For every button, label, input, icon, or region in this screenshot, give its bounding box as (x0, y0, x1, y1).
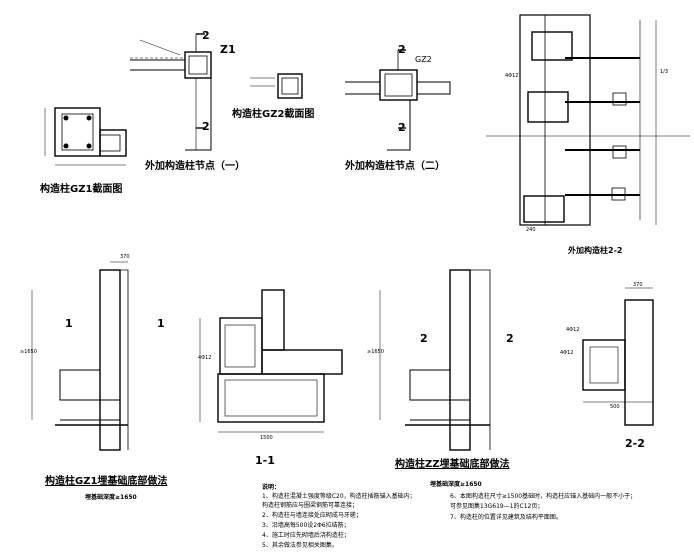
gz2-depth-caption: 埋基础深度≥1650 (430, 481, 482, 488)
gz2-foundation-title: 构造柱ZZ埋基础底部做法 (395, 459, 510, 470)
dim-1650-a: ≥1650 (20, 349, 37, 355)
gz1-section-title: 构造柱GZ1截面图 (40, 184, 123, 195)
note-6: 6、本图构造柱尺寸≥1500基础时，构造柱应锚入基础内一般不小于； (450, 493, 637, 500)
tag-gz2: GZ2 (415, 55, 432, 64)
note-4: 4、施工时应先砌墙后浇构造柱； (262, 532, 350, 539)
dim-370b: 370 (633, 282, 643, 288)
gz1-foundation-title: 构造柱GZ1埋基础底部做法 (45, 476, 168, 487)
tag-z1: Z1 (220, 43, 236, 56)
section-mark-2-right: 2 (506, 332, 514, 345)
node-one-title: 外加构造柱节点（一） (145, 161, 245, 172)
note-7: 7、构造柱的位置详见建筑及结构平面图。 (450, 514, 562, 521)
section-mark-2-bottom-b: 2 (398, 121, 406, 134)
note-6b: 可参见图集13G619—1的C12页； (450, 503, 544, 510)
node-two-title: 外加构造柱节点（二） (345, 161, 445, 172)
node-one-drawing (130, 33, 212, 151)
section-2-2-drawing (582, 287, 654, 426)
section-mark-2-top-a: 2 (202, 29, 210, 42)
section-cut-1-1: 1-1 (255, 454, 275, 467)
note-3: 3、沿墙高每500设2Φ6拉结筋； (262, 522, 350, 529)
gz1-depth-caption: 埋基础深度≥1650 (85, 494, 137, 501)
gz1-section-drawing (44, 107, 127, 166)
gz2-foundation-drawing (379, 269, 491, 451)
node-two-drawing (345, 49, 451, 151)
dim-370: 370 (120, 254, 130, 260)
note-1b: 构造柱钢筋应与圈梁钢筋可靠连接； (262, 502, 359, 509)
notes-header: 说明： (262, 484, 281, 491)
dim-4phi12-d: 4Φ12 (560, 350, 574, 356)
section-mark-1-right: 1 (157, 317, 165, 330)
dim-1-3: 1/3 (660, 69, 669, 75)
dim-4phi12-a: 4Φ12 (505, 73, 519, 79)
section-mark-2-top-b: 2 (398, 43, 406, 56)
note-1: 1、构造柱混凝土强度等级C20，构造柱插筋锚入基础内； (262, 493, 416, 500)
dim-240: 240 (526, 227, 536, 233)
section-mark-2-bottom-a: 2 (202, 120, 210, 133)
note-5: 5、其余做法参见相关图集。 (262, 542, 338, 549)
dim-1500: 1500 (260, 435, 273, 441)
section-1-1-drawing (199, 289, 343, 433)
gz2-section-drawing (250, 73, 303, 99)
dim-1650-b: ≥1650 (367, 349, 384, 355)
detail-2-2-title: 外加构造柱2-2 (568, 246, 623, 255)
gz1-foundation-drawing (31, 261, 129, 451)
gz2-section-title: 构造柱GZ2截面图 (232, 109, 315, 120)
dim-4phi12-b: 4Φ12 (198, 355, 212, 361)
wall-elevation-drawing (486, 14, 690, 226)
section-mark-2-left: 2 (420, 332, 428, 345)
section-mark-1-left: 1 (65, 317, 73, 330)
dim-500: 500 (610, 404, 620, 410)
dim-4phi12-c: 4Φ12 (566, 327, 580, 333)
note-2: 2、构造柱与墙连接处应砌成马牙槎； (262, 512, 362, 519)
section-cut-2-2: 2-2 (625, 437, 645, 450)
